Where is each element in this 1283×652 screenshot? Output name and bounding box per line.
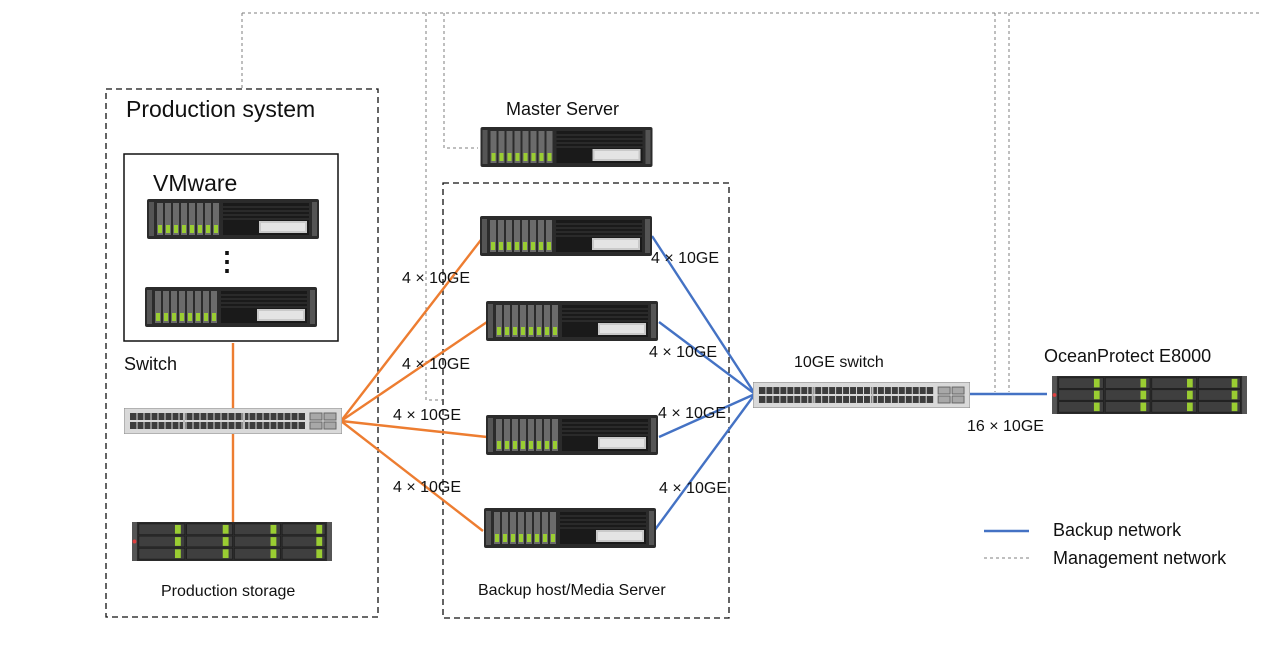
production-switch — [124, 408, 342, 434]
oceanprotect-label: OceanProtect E8000 — [1044, 346, 1212, 366]
host1-to-core-switch-link — [650, 235, 757, 395]
link-label-host4-switch: 4 × 10GE — [659, 480, 728, 497]
oceanprotect-storage — [1051, 376, 1248, 414]
switch-to-host1-link — [340, 235, 485, 422]
backup-host-label: Backup host/Media Server — [478, 582, 666, 599]
switch-to-host4-link — [340, 420, 484, 532]
backup-host-2 — [485, 301, 659, 341]
host2-to-core-switch-link — [658, 321, 756, 395]
link-label-prod-host1: 4 × 10GE — [402, 270, 471, 287]
link-label-host1-switch: 4 × 10GE — [651, 250, 720, 267]
core-10ge-switch — [753, 382, 970, 408]
core-switch-label: 10GE switch — [794, 354, 884, 371]
backup-host-1 — [479, 216, 653, 256]
ellipsis-icon: ⋮ — [214, 246, 240, 276]
vmware-label: VMware — [153, 170, 238, 196]
link-label-host2-switch: 4 × 10GE — [649, 344, 718, 361]
switch-label: Switch — [124, 354, 178, 374]
production-links — [231, 235, 488, 532]
link-label-prod-host4: 4 × 10GE — [393, 479, 462, 496]
link-label-host3-switch: 4 × 10GE — [658, 405, 727, 422]
management-line-master-inner — [443, 13, 478, 149]
switch-to-host2-link — [340, 321, 488, 422]
master-server — [479, 127, 654, 167]
backup-host-4 — [483, 508, 657, 548]
production-storage — [131, 522, 333, 561]
link-label-prod-host2: 4 × 10GE — [402, 356, 471, 373]
backup-host-3 — [485, 415, 659, 455]
legend-backup-label: Backup network — [1053, 520, 1182, 540]
management-network — [241, 12, 1262, 401]
production-system-box — [105, 88, 379, 618]
link-label-switch-storage: 16 × 10GE — [967, 418, 1044, 435]
master-server-label: Master Server — [506, 99, 620, 119]
vmware-server-2 — [144, 287, 318, 327]
production-storage-label: Production storage — [161, 583, 296, 600]
host4-to-core-switch-link — [653, 393, 756, 532]
host3-to-core-switch-link — [658, 392, 756, 439]
management-line-master-outer — [425, 13, 442, 401]
legend-management-label: Management network — [1053, 548, 1227, 568]
vmware-box — [123, 153, 339, 342]
link-label-prod-host3: 4 × 10GE — [393, 407, 462, 424]
backup-links — [650, 235, 1047, 532]
production-system-title: Production system — [126, 96, 316, 122]
switch-to-host3-link — [340, 419, 488, 439]
vmware-server-1 — [146, 199, 320, 239]
backup-host-box — [442, 182, 730, 619]
